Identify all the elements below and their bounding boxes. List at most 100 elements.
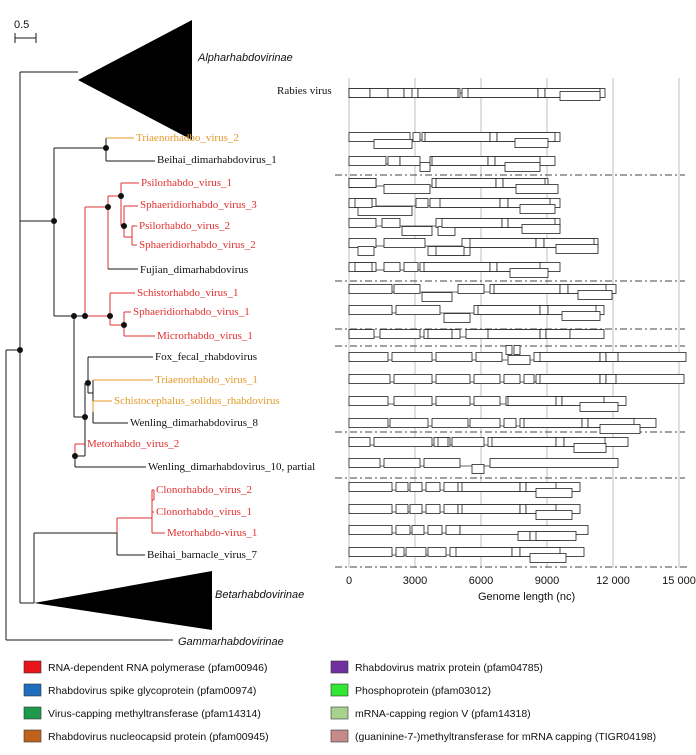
genome-orf (425, 504, 441, 514)
genome-domain-rdrp (461, 504, 521, 514)
tree-node (71, 313, 77, 319)
genome-domain-cap5 (537, 88, 546, 98)
genome-domain-gmt (535, 531, 577, 541)
taxon-label: Clonorhabdo_virus_1 (156, 506, 252, 518)
taxon-label: Beihai_dimarhabdovirus_1 (157, 154, 277, 166)
genome-domain-gmt (561, 311, 601, 321)
genome-domain-cap5 (555, 396, 563, 406)
axis-title: Genome length (nc) (478, 591, 575, 603)
genome-orf (435, 352, 473, 362)
genome-orf (443, 504, 459, 514)
genome-domain-rdrp (539, 374, 601, 384)
genome-orf (383, 458, 421, 468)
axis-tick-label: 3000 (403, 575, 427, 587)
legend-label: Rhabdovirus nucleocapsid protein (pfam00… (48, 731, 269, 743)
genome-orf (348, 352, 389, 362)
genome-domain-cap5 (487, 156, 496, 166)
collapsed-clade-alpha (78, 20, 192, 140)
taxon-label: Sphaeridiorhabdo_virus_3 (140, 199, 257, 211)
genome-orf (503, 418, 517, 428)
genome-orf (443, 313, 471, 323)
legend-label: Virus-capping methyltransferase (pfam143… (48, 708, 261, 720)
tree-node (118, 193, 124, 199)
taxon-label: Sphaeridiorhabdo_virus_2 (139, 239, 256, 251)
taxon-label: Sphaeridiorhabdo_virus_1 (133, 306, 250, 318)
phylogenetic-tree (5, 20, 212, 641)
legend-label: (guaninine-7-)methyltransferase for mRNA… (355, 731, 656, 743)
genome-orf (393, 284, 421, 294)
taxon-label: Psilorhabdo_virus_1 (141, 177, 232, 189)
genome-domain-gly (435, 246, 465, 256)
axis-tick-label: 6000 (469, 575, 493, 587)
collapsed-clade-beta (34, 571, 212, 630)
genome-domain-gmt (535, 488, 573, 498)
genome-domain-cap (605, 374, 617, 384)
genome-domain-cap5 (519, 482, 527, 492)
genome-domain-cap5 (511, 547, 521, 557)
genome-domain-gmt (529, 553, 567, 563)
genome-domain-rdrp (431, 156, 489, 166)
genome-domain-cap5 (581, 418, 589, 428)
taxon-label: Triaenorhabdo_virus_1 (155, 374, 258, 386)
genome-orf (348, 525, 393, 535)
taxon-label: Schistocephalus_solidus_rhabdovirus (114, 395, 280, 407)
taxon-label: Metorhabdo-virus_1 (167, 527, 257, 539)
legend-label: Rhabdovirus spike glycoprotein (pfam0097… (48, 685, 256, 697)
genome-orf (383, 238, 426, 248)
clade-label-gamma: Gammarhabdovirinae (178, 636, 284, 648)
genome-organisation-panel (335, 78, 690, 568)
genome-orf (348, 374, 391, 384)
genome-orf (395, 547, 405, 557)
genome-orf (348, 396, 389, 406)
genome-orf (415, 198, 429, 208)
genome-domain-cap5 (555, 437, 565, 447)
legend-label: mRNA-capping region V (pfam14318) (355, 708, 531, 720)
tree-node (82, 313, 88, 319)
genome-domain-cap5 (519, 504, 527, 514)
genome-domain-rdrp (477, 305, 541, 315)
tree-node (85, 380, 91, 386)
genome-domain-rdrp (424, 132, 491, 142)
genome-orf (373, 437, 433, 447)
genome-orf (348, 482, 393, 492)
genome-orf (473, 396, 501, 406)
genome-orf (401, 226, 433, 236)
genome-domain-cap5 (599, 374, 607, 384)
genome-domain-nuc (354, 262, 373, 272)
genome-orf (379, 329, 421, 339)
genome-orf (435, 374, 471, 384)
genome-domain-rdrp (469, 238, 537, 248)
legend-swatch-capping-region-v (330, 706, 349, 720)
genome-domain-pho (369, 88, 389, 98)
genome-orf (348, 218, 377, 228)
genome-orf (457, 284, 485, 294)
legend-swatch-guanine-mtase (330, 729, 349, 743)
legend-swatch-nucleocapsid (23, 729, 42, 743)
genome-domain-cap5 (489, 132, 498, 142)
genome-domain-rdrp (439, 198, 501, 208)
genome-length-axis: 0 3000 6000 9000 12 000 15 000 Genome le… (346, 575, 696, 603)
genome-orf (411, 525, 425, 535)
genome-orf (475, 352, 503, 362)
genome-orf (348, 418, 389, 428)
genome-orf (348, 305, 393, 315)
legend-swatch-glycoprotein (23, 683, 42, 697)
genome-domain-gmt (535, 510, 573, 520)
taxon-label: Metorhabdo_virus_2 (87, 438, 179, 450)
genome-orf (427, 547, 447, 557)
genome-orf (425, 482, 441, 492)
genome-domain-cap5 (539, 305, 549, 315)
legend-label: Rhabdovirus matrix protein (pfam04785) (355, 662, 543, 674)
genome-domain-nuc (348, 88, 371, 98)
taxon-label: Triaenorhadbo_virus_2 (136, 132, 239, 144)
genome-orf (409, 504, 423, 514)
genome-orf (387, 156, 401, 166)
taxon-label: Microrhabdo_virus_1 (157, 330, 253, 342)
genome-orf (348, 504, 393, 514)
genome-orf (403, 262, 419, 272)
tree-node (103, 145, 109, 151)
clade-label-beta: Betarhabdovirinae (215, 589, 304, 601)
genome-orf (405, 547, 427, 557)
genome-domain-cap5 (517, 531, 531, 541)
